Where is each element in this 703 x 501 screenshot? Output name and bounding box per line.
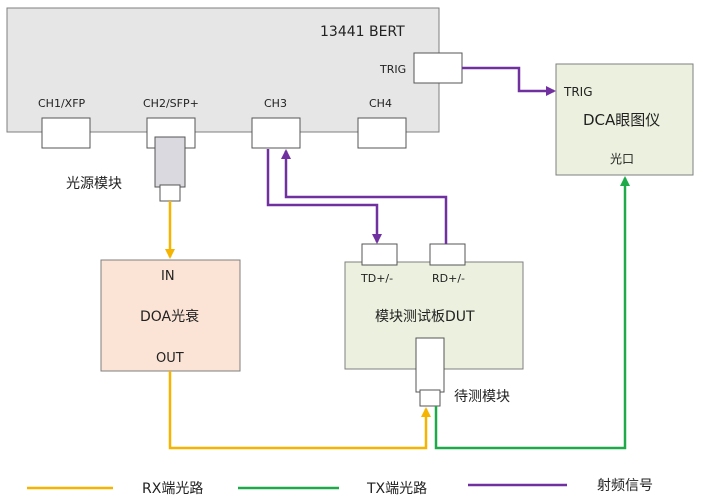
dca-title: DCA眼图仪: [583, 111, 660, 129]
bert-port-label-ch1: CH1/XFP: [38, 97, 86, 110]
legend-rx-label: RX端光路: [142, 481, 203, 497]
dut-td-label: TD+/-: [360, 272, 393, 285]
module-under-test: [415, 337, 445, 407]
doa-attenuator: IN DOA光衰 OUT: [100, 259, 241, 372]
light-source-module: [154, 136, 186, 202]
module-port: [419, 389, 441, 407]
port-ch4: [357, 117, 407, 149]
dut-board: TD+/- RD+/- 模块测试板DUT: [344, 243, 524, 370]
port-ch3: [251, 117, 301, 149]
legend: RX端光路 TX端光路 射频信号: [27, 478, 653, 497]
port-bert-trig: [413, 52, 463, 84]
dca-instrument: TRIG DCA眼图仪 光口: [555, 63, 694, 176]
module-under-test-label: 待测模块: [454, 389, 510, 405]
dut-rd-port: [429, 243, 466, 266]
port-ch1: [41, 117, 91, 149]
doa-title: DOA光衰: [140, 308, 199, 325]
tx-module-to-dca-line: [434, 176, 630, 450]
rf-trig-line: [462, 66, 556, 96]
dca-trig-label: TRIG: [563, 85, 593, 99]
rx-doa-to-module-line: [168, 371, 431, 450]
bert-port-label-ch4: CH4: [369, 97, 392, 110]
bert-instrument: 13441 BERT TRIG CH1/XFP CH2/SFP+ CH3 CH4: [6, 7, 463, 149]
rf-ch3-to-td-line: [266, 149, 382, 244]
bert-port-label-ch3: CH3: [264, 97, 287, 110]
legend-rf-label: 射频信号: [597, 478, 653, 494]
light-source-port: [159, 184, 181, 202]
dca-optical-port-label: 光口: [610, 152, 634, 166]
dut-title: 模块测试板DUT: [375, 309, 475, 325]
dut-rd-label: RD+/-: [432, 272, 465, 285]
doa-in-label: IN: [161, 269, 175, 284]
legend-tx-label: TX端光路: [366, 481, 427, 497]
bert-trig-label: TRIG: [379, 63, 406, 76]
doa-out-label: OUT: [156, 351, 184, 366]
light-source-label: 光源模块: [66, 176, 122, 192]
dut-td-port: [361, 243, 398, 266]
bert-port-label-ch2: CH2/SFP+: [143, 97, 199, 110]
rf-rd-to-ch3-line: [281, 149, 448, 244]
bert-title: 13441 BERT: [320, 24, 405, 40]
